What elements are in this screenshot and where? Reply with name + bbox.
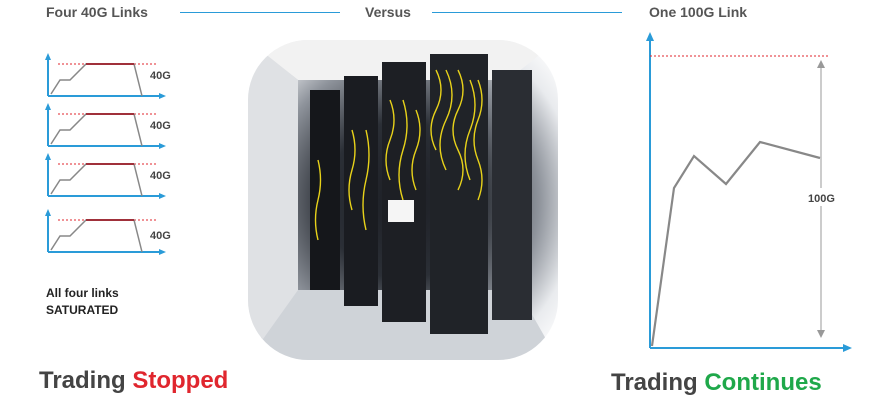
saturation-note-line2: SATURATED xyxy=(46,303,119,317)
link-chart-3-y-arrow xyxy=(45,153,51,160)
versus-title: Versus xyxy=(365,4,411,20)
link-chart-3-label: 40G xyxy=(150,170,171,182)
link-chart-4-svg xyxy=(45,209,166,255)
link-chart-2-svg xyxy=(45,103,166,149)
yellow-cables xyxy=(314,69,483,241)
single-link-chart-svg xyxy=(646,32,852,352)
trading-stopped-statement: Trading Stopped xyxy=(39,367,228,395)
link-chart-2-label: 40G xyxy=(150,120,171,132)
header-divider-right xyxy=(432,12,622,13)
rack-label xyxy=(388,200,414,222)
link-chart-3-x-arrow xyxy=(159,193,166,199)
single-link-chart: 100G xyxy=(632,28,862,358)
saturation-note-line1: All four links xyxy=(46,286,119,300)
server-room-photo xyxy=(248,40,558,360)
link-chart-3: 40G xyxy=(38,152,178,204)
capacity-label: 100G xyxy=(808,193,835,205)
single-link-y-arrow xyxy=(646,32,654,41)
link-chart-1: 40G xyxy=(38,52,178,104)
server-racks-illustration xyxy=(248,40,558,360)
link-chart-2: 40G xyxy=(38,102,178,154)
link-chart-1-x-arrow xyxy=(159,93,166,99)
link-chart-2-y-arrow xyxy=(45,103,51,110)
link-chart-4-y-arrow xyxy=(45,209,51,216)
single-link-traffic xyxy=(650,140,821,347)
trading-stopped-status: Stopped xyxy=(132,367,229,394)
single-link-x-arrow xyxy=(843,344,852,352)
link-chart-3-svg xyxy=(45,153,166,199)
link-chart-2-traffic-gray xyxy=(50,113,143,147)
rack-4 xyxy=(430,54,488,334)
one-link-title: One 100G Link xyxy=(649,4,748,20)
link-chart-4-label: 40G xyxy=(150,230,171,242)
four-links-title: Four 40G Links xyxy=(46,4,148,20)
trading-stopped-prefix: Trading xyxy=(39,367,126,394)
link-chart-1-svg xyxy=(45,53,166,99)
link-chart-4-x-arrow xyxy=(159,249,166,255)
link-chart-1-y-arrow xyxy=(45,53,51,60)
link-chart-4: 40G xyxy=(38,208,178,260)
rack-5 xyxy=(492,70,532,320)
link-chart-1-traffic-gray xyxy=(50,63,143,97)
trading-continues-status: Continues xyxy=(704,369,822,396)
link-chart-1-label: 40G xyxy=(150,70,171,82)
link-chart-2-x-arrow xyxy=(159,143,166,149)
left-wall xyxy=(248,40,298,360)
trading-continues-statement: Trading Continues xyxy=(611,369,822,397)
link-chart-4-traffic-gray xyxy=(50,219,143,253)
capacity-span-arrow-bottom xyxy=(817,330,825,338)
capacity-span-arrow-top xyxy=(817,60,825,68)
link-chart-3-traffic-gray xyxy=(50,163,143,197)
header-divider-left xyxy=(180,12,340,13)
saturation-note: All four links SATURATED xyxy=(46,285,119,319)
trading-continues-prefix: Trading xyxy=(611,369,698,396)
rack-1 xyxy=(310,90,340,290)
capacity-label-bg xyxy=(804,188,840,206)
